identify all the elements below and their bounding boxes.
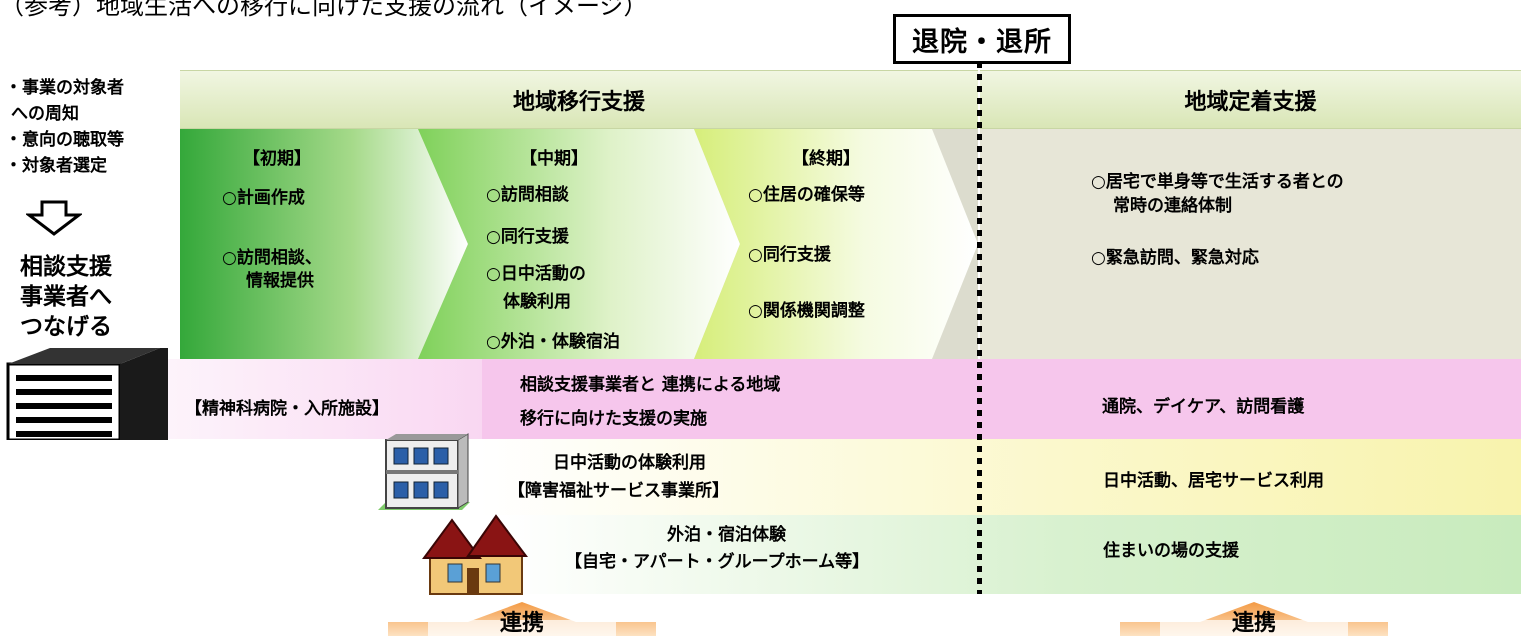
- phase-middle-item-3: ○日中活動の: [486, 264, 586, 284]
- renkei-arrow-left-icon: [388, 602, 656, 638]
- phase-middle-item-2: ○同行支援: [486, 227, 569, 247]
- home-center-2: 【自宅・アパート・グループホーム等】: [565, 552, 870, 572]
- service-right: 日中活動、居宅サービス利用: [1103, 471, 1324, 491]
- renkei-left-label: 連携: [499, 611, 544, 636]
- phase-early-item-1: ○計画作成: [222, 188, 305, 208]
- phase-late-title: 【終期】: [792, 149, 860, 169]
- left-note-2: への周知: [11, 104, 79, 124]
- band-home: [505, 515, 1521, 594]
- phase-chevrons: [180, 129, 978, 359]
- phase-early-item-2: ○訪問相談、: [222, 248, 322, 268]
- phase-early-item-3: 情報提供: [246, 271, 314, 291]
- teichaku-item-1: ○居宅で単身等で生活する者との: [1091, 172, 1344, 192]
- left-big-3: つなげる: [20, 314, 112, 340]
- hospital-right: 通院、デイケア、訪問看護: [1102, 397, 1305, 417]
- milestone-discharge-box: 退院・退所: [893, 14, 1071, 64]
- left-big-2: 事業者へ: [20, 284, 112, 310]
- phase-late-item-3: ○関係機関調整: [748, 301, 865, 321]
- hospital-center-2: 移行に向けた支援の実施: [520, 409, 707, 429]
- band-hospital-left: [162, 359, 482, 439]
- phase-middle-item-4: 体験利用: [503, 292, 571, 312]
- left-note-4: ・対象者選定: [5, 156, 107, 176]
- teichaku-area: [980, 129, 1521, 359]
- teichaku-item-2: 常時の連絡体制: [1113, 196, 1232, 216]
- phase-early-title: 【初期】: [243, 149, 311, 169]
- phase-late-item-1: ○住居の確保等: [748, 185, 865, 205]
- service-center-2: 【障害福祉サービス事業所】: [508, 481, 729, 501]
- left-connect-text: 相談支援 事業者へ つなげる: [20, 252, 112, 342]
- phase-middle-item-5: ○外泊・体験宿泊: [486, 332, 620, 352]
- renkei-right-label: 連携: [1231, 611, 1276, 636]
- phase-late-item-2: ○同行支援: [748, 245, 831, 265]
- phase-late-shape: [694, 129, 978, 359]
- left-note-3: ・意向の聴取等: [5, 130, 124, 150]
- service-center-1: 日中活動の体験利用: [553, 453, 706, 473]
- hospital-label: 【精神科病院・入所施設】: [185, 399, 389, 419]
- discharge-divider-line: [977, 62, 982, 594]
- phase-middle-title: 【中期】: [520, 149, 588, 169]
- band-service: [480, 439, 1521, 515]
- renkei-arrow-right-icon: [1120, 602, 1388, 638]
- phase-early-shape: [180, 129, 468, 359]
- left-big-1: 相談支援: [20, 254, 112, 280]
- page-title: （参考）地域生活への移行に向けた支援の流れ（イメージ）: [0, 0, 648, 20]
- teichaku-item-3: ○緊急訪問、緊急対応: [1091, 248, 1259, 268]
- left-notes: ・事業の対象者 への周知 ・意向の聴取等 ・対象者選定: [5, 75, 124, 179]
- phase-middle-shape: [418, 129, 740, 359]
- left-note-1: ・事業の対象者: [5, 78, 124, 98]
- house-icon: [422, 514, 528, 595]
- home-center-1: 外泊・宿泊体験: [667, 525, 786, 545]
- phase-middle-item-1: ○訪問相談: [486, 185, 569, 205]
- header-chiiki-ikou: 地域移行支援: [180, 70, 978, 129]
- down-arrow-icon: [26, 200, 82, 236]
- facility-building-icon: [378, 433, 470, 510]
- hospital-building-icon: [6, 348, 168, 440]
- header-chiiki-teichaku: 地域定着支援: [980, 70, 1521, 129]
- home-right: 住まいの場の支援: [1103, 541, 1239, 561]
- hospital-center-1: 相談支援事業者と 連携による地域: [520, 375, 781, 395]
